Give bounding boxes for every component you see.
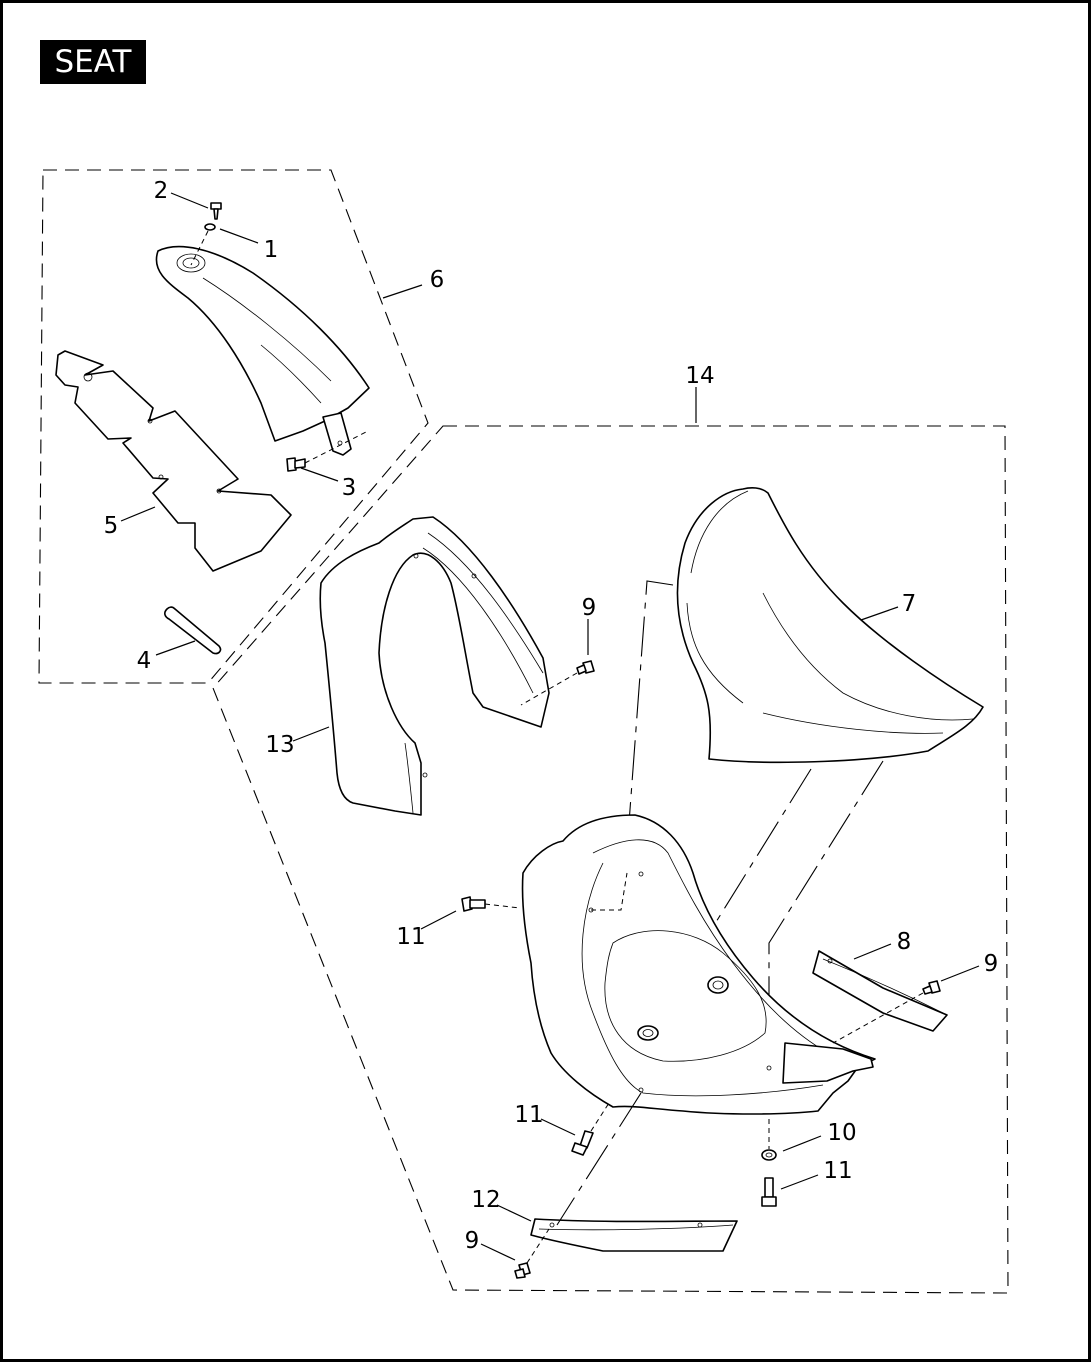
callout-11-bottom: 11 [823, 1158, 852, 1184]
screw-9-right-part [922, 980, 941, 995]
screw-3-centerline [304, 430, 369, 464]
section-title: SEAT [40, 40, 146, 84]
callout-4: 4 [137, 648, 152, 674]
trim-strip-8-part [812, 950, 948, 1032]
strip-4-part [164, 606, 222, 655]
callout-5: 5 [104, 513, 119, 539]
rear-fender-trim-13-part [319, 516, 550, 816]
strip-12-align-line [556, 1092, 642, 1226]
screw-2-part [210, 202, 222, 220]
screw-9-upper-centerline [520, 672, 578, 706]
callout-1: 1 [264, 237, 279, 263]
callout-11-lower-left: 11 [514, 1102, 543, 1128]
leader-lines [120, 192, 980, 1261]
backrest-pad-part [155, 245, 370, 456]
screw-11-left-centerline [484, 903, 521, 909]
screw-11-bottom-part [761, 1177, 777, 1207]
pan-hole-centerline [591, 872, 628, 911]
seat-align-line-a [628, 580, 674, 824]
screw-3-part [286, 457, 306, 472]
callout-3: 3 [342, 475, 357, 501]
callout-2: 2 [154, 178, 169, 204]
callout-7: 7 [902, 591, 917, 617]
seat-align-line-b [702, 768, 812, 944]
exploded-view-drawing: 2 1 6 14 3 5 9 7 4 13 11 8 9 11 10 11 12… [38, 169, 1009, 1294]
group-6-outline [38, 169, 429, 684]
seat-cushion-7-part [676, 487, 984, 764]
callout-8: 8 [897, 929, 912, 955]
callout-6: 6 [430, 267, 445, 293]
callout-9-right: 9 [984, 951, 999, 977]
group-14-outline [212, 425, 1009, 1294]
callout-12: 12 [471, 1187, 500, 1213]
callout-9-bottom: 9 [465, 1228, 480, 1254]
callout-11-left: 11 [396, 924, 425, 950]
callout-10: 10 [827, 1120, 856, 1146]
washer-10-part [761, 1149, 777, 1161]
washer-1-part [204, 223, 216, 231]
callout-14: 14 [685, 363, 714, 389]
backing-plate-part [55, 350, 292, 572]
screw-9-right-centerline [832, 992, 924, 1044]
callout-9-upper: 9 [582, 595, 597, 621]
callout-13: 13 [265, 732, 294, 758]
screw-9-bottom-centerline [526, 1228, 550, 1264]
seat-pan-part [521, 814, 876, 1115]
screw-11-lower-left-centerline [590, 1102, 610, 1132]
screw-11-lower-left-part [571, 1130, 594, 1156]
screw-9-bottom-part [514, 1262, 531, 1279]
screw-11-left-part [461, 896, 486, 912]
screw-9-upper-part [576, 660, 595, 675]
trim-strip-12-part [530, 1218, 738, 1252]
screw-2-centerline [190, 230, 209, 266]
